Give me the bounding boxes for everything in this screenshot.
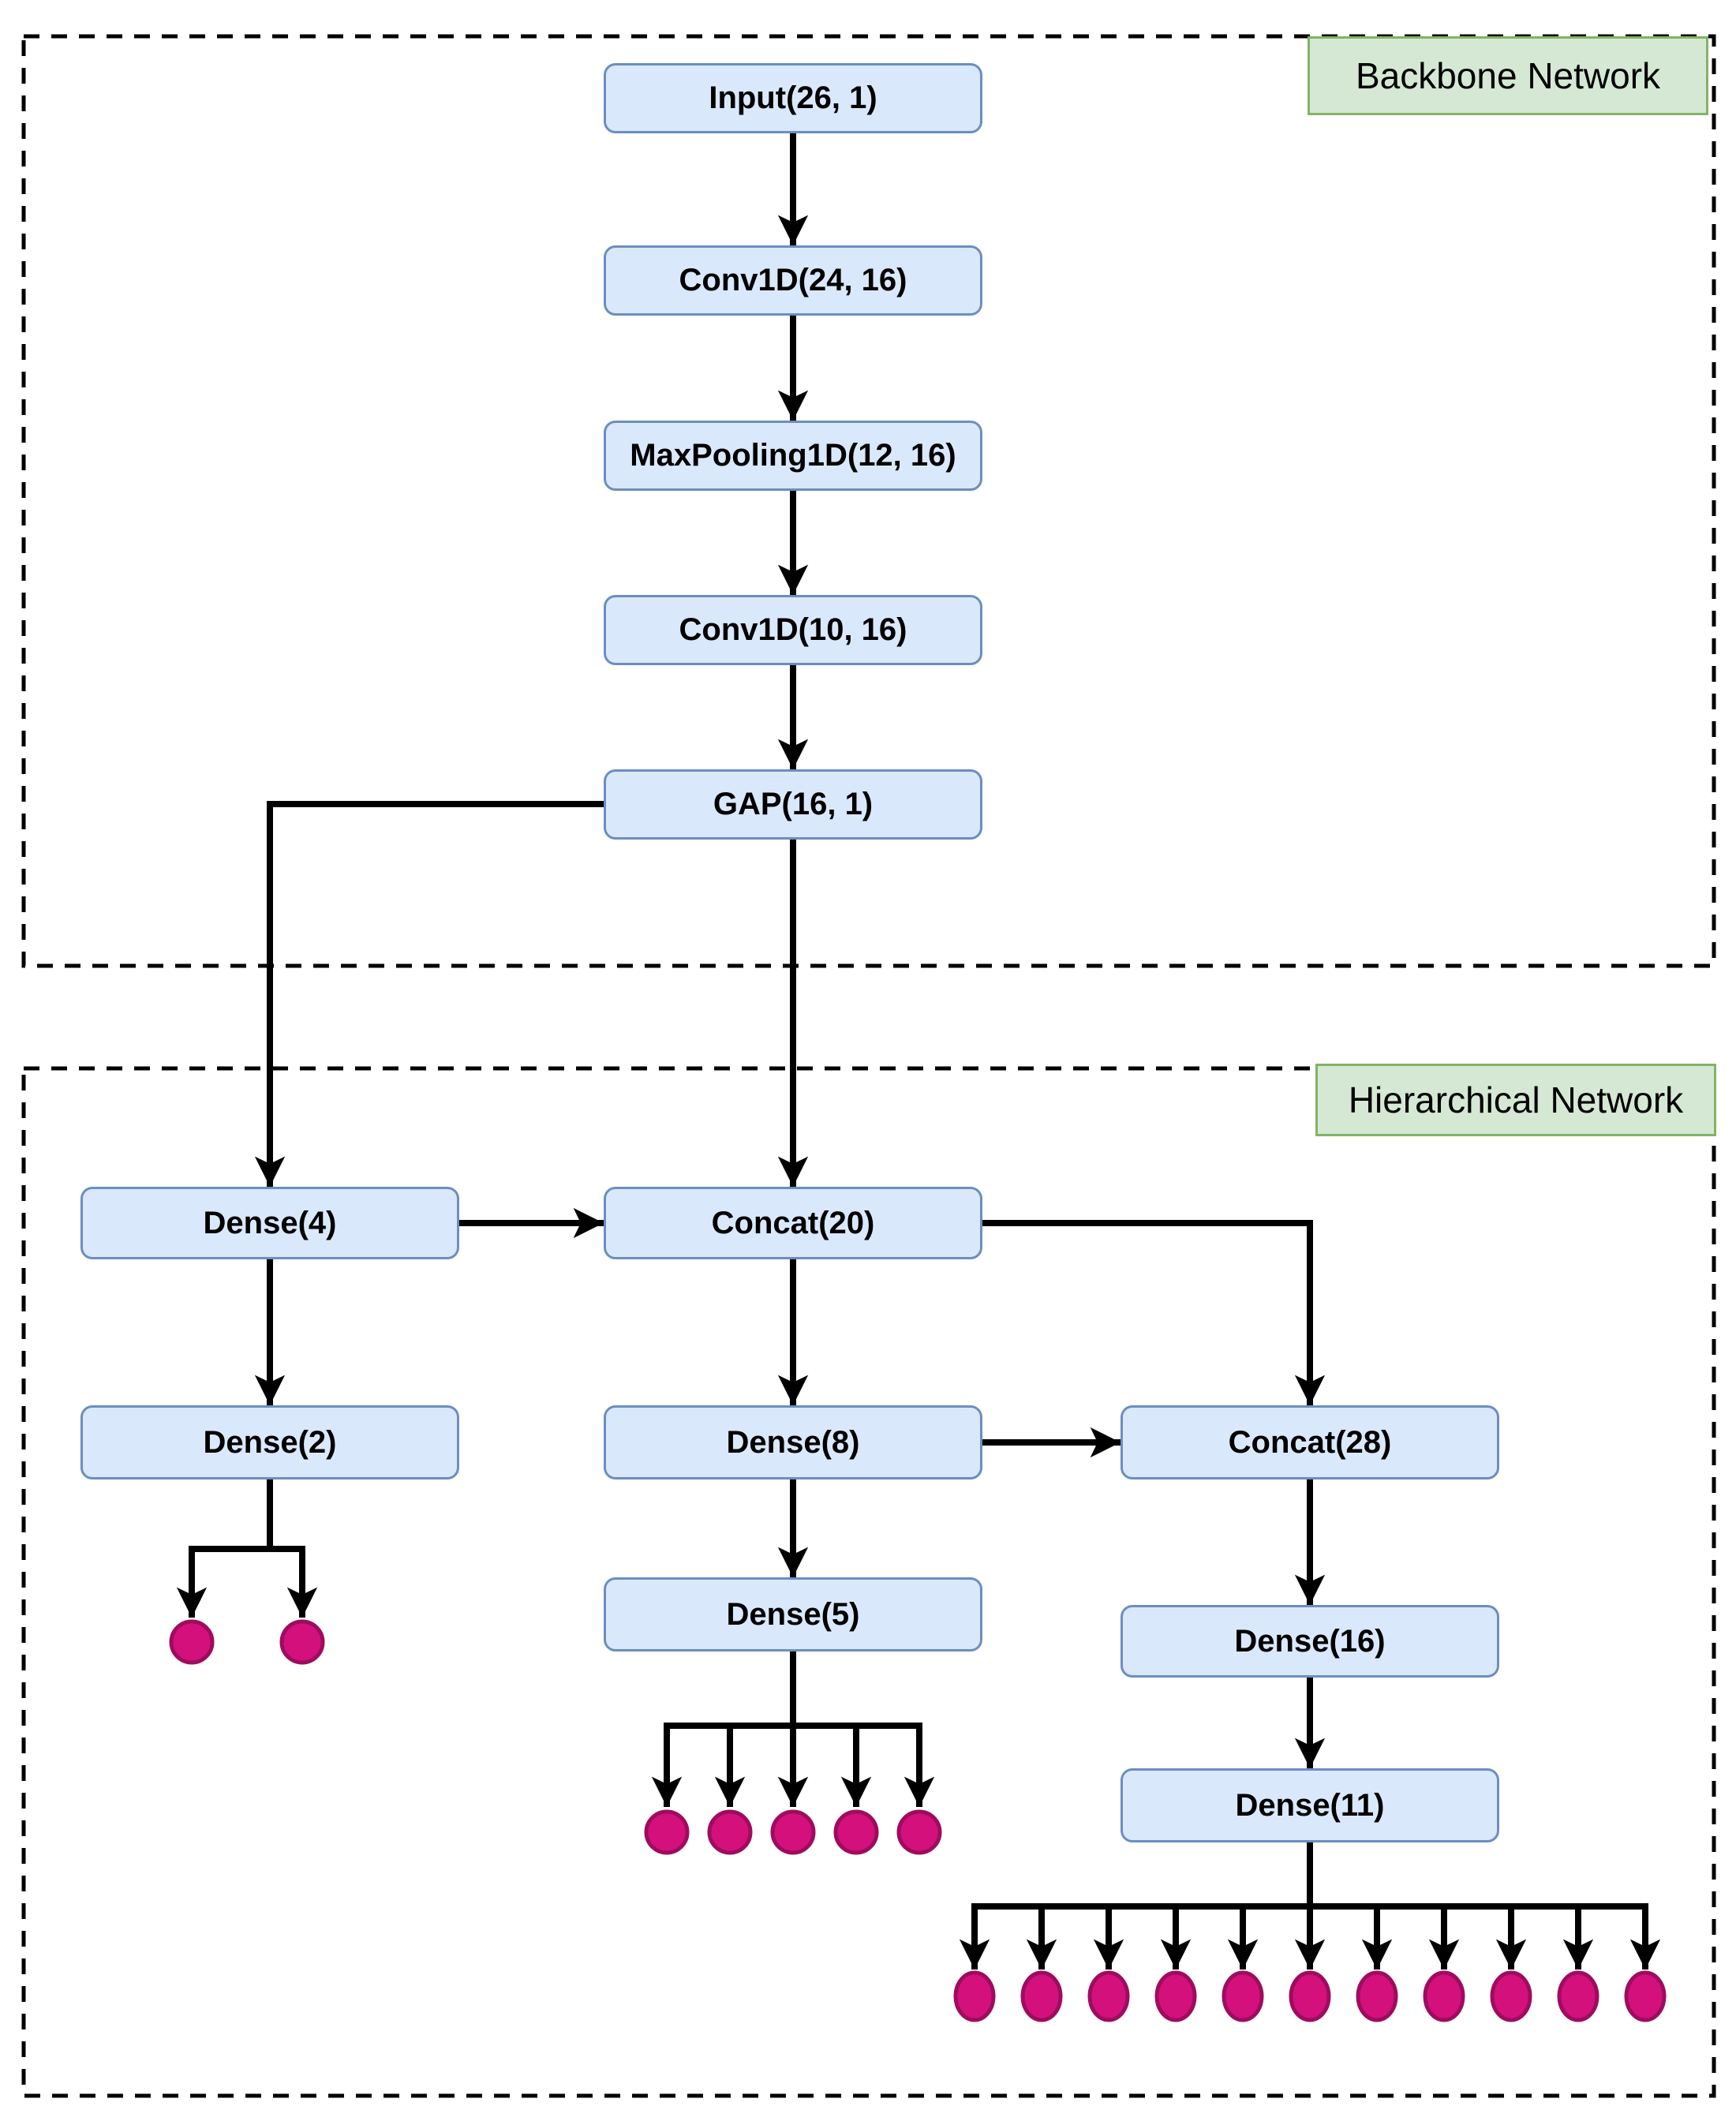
node-label: Dense(8) xyxy=(726,1424,860,1460)
node-label: Concat(28) xyxy=(1228,1424,1392,1460)
output-node-circle xyxy=(169,1619,215,1665)
output-node-circle xyxy=(1490,1970,1532,2022)
node-label: Dense(16) xyxy=(1234,1623,1386,1659)
section-label-text: Backbone Network xyxy=(1355,55,1661,96)
node-label: GAP(16, 1) xyxy=(713,787,874,821)
output-node-circle xyxy=(1289,1970,1331,2022)
node-concat20: Concat(20) xyxy=(604,1187,982,1259)
node-label: Concat(20) xyxy=(711,1205,875,1240)
node-dense2: Dense(2) xyxy=(80,1405,459,1479)
node-dense5: Dense(5) xyxy=(604,1577,982,1652)
node-label: Conv1D(24, 16) xyxy=(679,263,907,297)
output-node-circle xyxy=(833,1809,879,1855)
node-label: Dense(2) xyxy=(203,1424,337,1460)
edge-concat20-to-concat28 xyxy=(982,1220,1326,1405)
node-maxpooling1d: MaxPooling1D(12, 16) xyxy=(604,421,982,491)
node-concat28: Concat(28) xyxy=(1121,1405,1499,1479)
node-label: MaxPooling1D(12, 16) xyxy=(630,438,956,473)
section-label-text: Hierarchical Network xyxy=(1348,1079,1684,1120)
output-node-circle xyxy=(1557,1970,1599,2022)
output-node-circle xyxy=(896,1809,942,1855)
node-label: Dense(4) xyxy=(203,1205,337,1240)
node-dense16: Dense(16) xyxy=(1121,1605,1499,1678)
node-input: Input(26, 1) xyxy=(604,63,982,133)
node-dense4: Dense(4) xyxy=(80,1187,459,1259)
output-node-circle xyxy=(770,1809,816,1855)
node-label: Input(26, 1) xyxy=(709,80,877,115)
output-node-circle xyxy=(1423,1970,1465,2022)
output-node-circle xyxy=(953,1970,996,2022)
output-node-circle xyxy=(1087,1970,1130,2022)
node-conv1d-2: Conv1D(10, 16) xyxy=(604,595,982,665)
output-node-circle xyxy=(707,1809,753,1855)
output-node-circle xyxy=(644,1809,690,1855)
output-node-circle xyxy=(1624,1970,1667,2022)
output-node-circle xyxy=(1154,1970,1197,2022)
output-node-circle xyxy=(1222,1970,1264,2022)
edge-gap-to-dense4 xyxy=(254,801,604,1187)
node-label: Dense(11) xyxy=(1235,1787,1385,1823)
backbone-section-border xyxy=(21,34,1716,968)
node-conv1d-1: Conv1D(24, 16) xyxy=(604,245,982,316)
node-label: Dense(5) xyxy=(726,1596,860,1632)
node-dense11: Dense(11) xyxy=(1121,1768,1499,1842)
node-gap: GAP(16, 1) xyxy=(604,769,982,840)
hierarchical-section-border xyxy=(21,1066,1716,2098)
output-node-circle xyxy=(1356,1970,1398,2022)
output-node-circle xyxy=(1020,1970,1063,2022)
node-label: Conv1D(10, 16) xyxy=(679,612,907,647)
hierarchical-section-label: Hierarchical Network xyxy=(1315,1064,1716,1136)
node-dense8: Dense(8) xyxy=(604,1405,982,1479)
output-node-circle xyxy=(279,1619,325,1665)
backbone-section-label: Backbone Network xyxy=(1308,36,1708,115)
